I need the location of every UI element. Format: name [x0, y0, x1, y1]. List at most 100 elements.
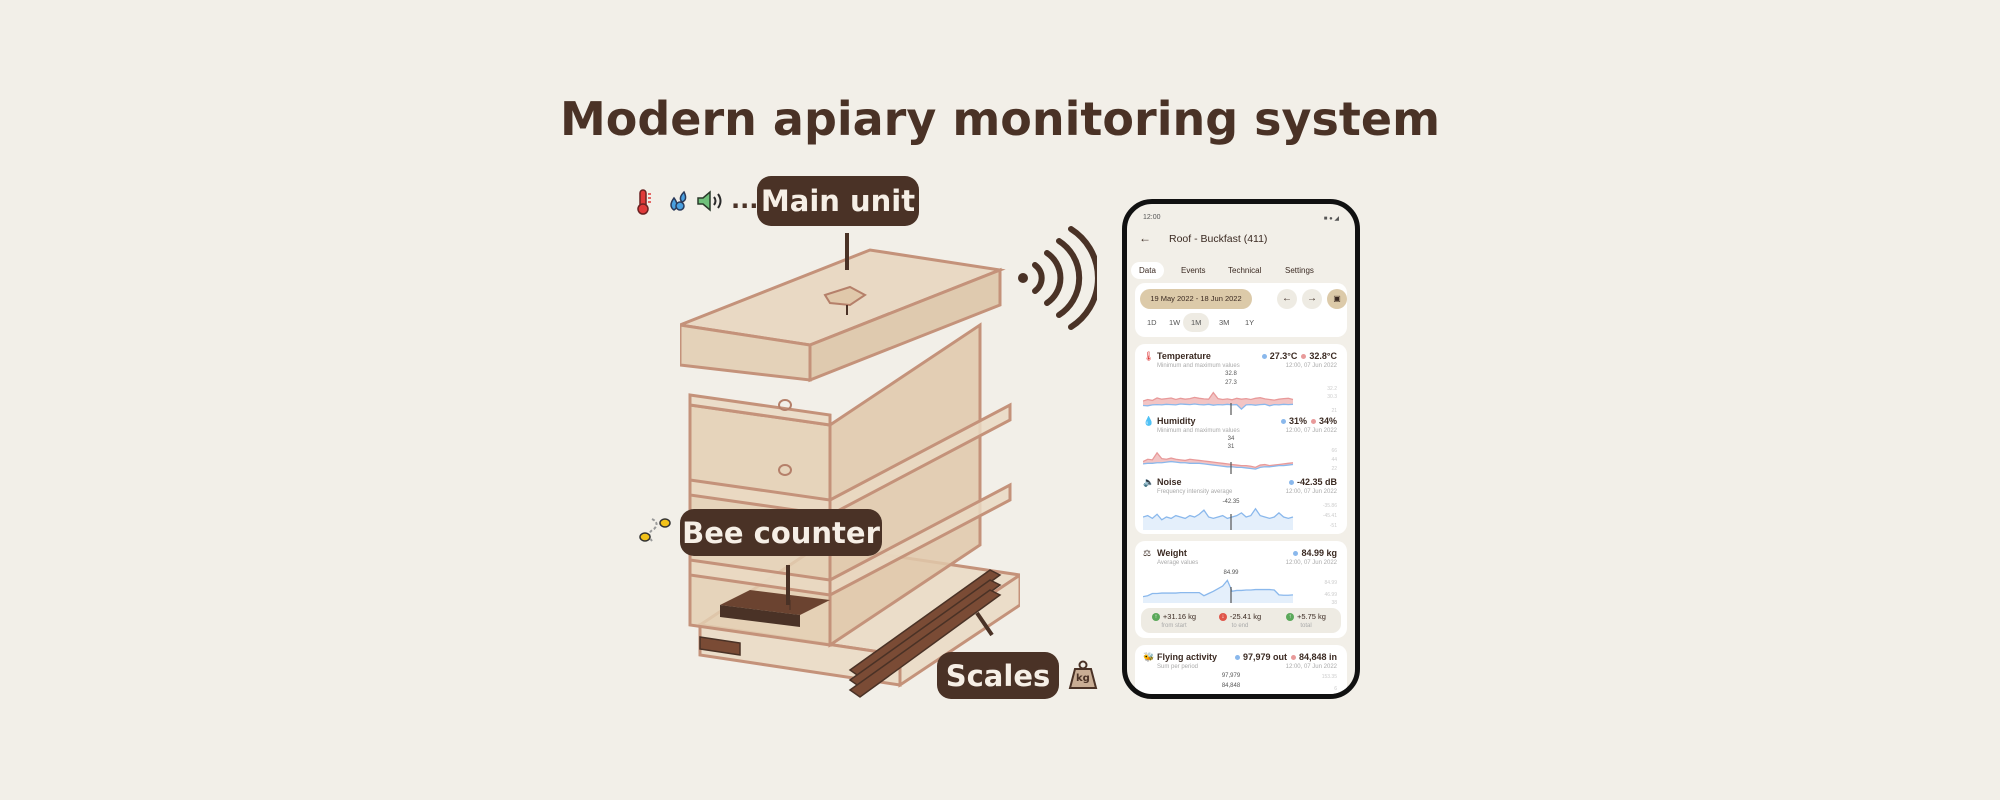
noise-marker: -42.35	[1222, 499, 1240, 505]
tab-data[interactable]: Data	[1131, 262, 1164, 279]
period-1d[interactable]: 1D	[1147, 318, 1157, 327]
weight-area	[1143, 580, 1293, 603]
humidity-axis-bottom: 22	[1331, 466, 1337, 472]
period-1w[interactable]: 1W	[1169, 318, 1181, 327]
humidity-marker-max: 34	[1227, 436, 1235, 442]
noise-time: 12:00, 07 Jun 2022	[1285, 489, 1337, 495]
main-unit-label: Main unit	[757, 176, 919, 226]
bee-counter-label: Bee counter	[680, 509, 882, 556]
temperature-chart[interactable]	[1143, 387, 1309, 415]
humidity-values: 31%34%	[1277, 416, 1337, 426]
environment-card: 🌡 Temperature Minimum and maximum values…	[1135, 344, 1347, 534]
bee-icon: 🐝	[1143, 652, 1155, 662]
humidity-time: 12:00, 07 Jun 2022	[1285, 428, 1337, 434]
humidity-chart[interactable]	[1143, 448, 1309, 474]
humidity-icon	[670, 190, 687, 211]
noise-value: -42.35 dB	[1285, 477, 1337, 487]
tab-events[interactable]: Events	[1181, 266, 1206, 275]
weight-time: 12:00, 07 Jun 2022	[1285, 560, 1337, 566]
status-icons: ■ ● ◢	[1323, 216, 1339, 222]
tab-settings[interactable]: Settings	[1285, 266, 1314, 275]
noise-axis-bottom: -51	[1329, 523, 1337, 529]
humidity-axis-mid: 44	[1331, 457, 1337, 463]
weight-marker: 84.99	[1223, 570, 1239, 576]
period-3m[interactable]: 3M	[1219, 318, 1230, 327]
temperature-axis-mid: 30.3	[1327, 394, 1337, 400]
status-time: 12:00	[1143, 214, 1161, 221]
previous-period-button[interactable]: ←	[1277, 289, 1297, 309]
weight-value: 84.99 kg	[1289, 548, 1337, 558]
sensor-icons	[637, 189, 722, 215]
period-1y[interactable]: 1Y	[1245, 318, 1255, 327]
weight-icon: ⚖	[1143, 548, 1152, 558]
humidity-subtitle: Minimum and maximum values	[1157, 428, 1240, 434]
temperature-title: Temperature	[1157, 351, 1211, 361]
tab-technical[interactable]: Technical	[1228, 266, 1262, 275]
weight-axis-bottom: 38	[1331, 600, 1337, 606]
temperature-marker-max: 32.8	[1225, 371, 1237, 377]
flying-chart[interactable]	[1143, 691, 1309, 699]
back-arrow-icon[interactable]: ←	[1139, 231, 1151, 245]
humidity-min-line	[1143, 460, 1294, 470]
next-period-button[interactable]: →	[1302, 289, 1322, 309]
weight-axis-top: 84.99	[1324, 580, 1337, 586]
noise-subtitle: Frequency intensity average	[1157, 489, 1233, 495]
temperature-time: 12:00, 07 Jun 2022	[1285, 363, 1337, 369]
temperature-range-area	[1143, 392, 1293, 410]
temperature-max-line	[1143, 391, 1294, 402]
flying-time: 12:00, 07 Jun 2022	[1285, 664, 1337, 670]
humidity-title: Humidity	[1157, 416, 1196, 426]
more-sensors-ellipsis: ...	[731, 186, 759, 214]
flying-axis-top: 153.35	[1321, 674, 1337, 680]
noise-axis-mid: -45.41	[1322, 513, 1337, 519]
noise-area	[1143, 508, 1293, 530]
noise-chart[interactable]	[1143, 504, 1309, 530]
temperature-marker-min: 27.3	[1225, 380, 1237, 386]
calendar-icon[interactable]: ▣	[1327, 289, 1347, 309]
humidity-marker-min: 31	[1227, 444, 1235, 450]
temperature-subtitle: Minimum and maximum values	[1157, 363, 1240, 369]
weight-axis-mid: 46.99	[1324, 592, 1337, 598]
thermometer-icon	[637, 189, 651, 215]
flying-activity-card: 🐝 Flying activity Sum per period 97,979 …	[1135, 645, 1347, 699]
flying-axis-bottom: 6	[1334, 686, 1337, 692]
thermometer-icon: 🌡	[1143, 351, 1155, 361]
screen-title: Roof - Buckfast (411)	[1169, 233, 1268, 245]
main-unit-device	[823, 285, 867, 307]
weight-line	[1143, 579, 1294, 598]
temperature-axis-top: 32.2	[1327, 386, 1337, 392]
speaker-icon: 🔈	[1143, 477, 1155, 487]
weight-chart[interactable]	[1143, 577, 1309, 603]
flying-marker-in: 84,848	[1221, 683, 1241, 689]
scales-label: Scales	[937, 652, 1059, 699]
weight-subtitle: Average values	[1157, 560, 1199, 566]
scales-device	[699, 569, 1002, 698]
temperature-axis-bottom: 21	[1331, 408, 1337, 414]
weight-kg-icon: kg	[1068, 660, 1098, 690]
phone-mockup: 12:00 ■ ● ◢ ← Roof - Buckfast (411) Data…	[1122, 199, 1360, 699]
humidity-axis-top: 66	[1331, 448, 1337, 454]
beehive-illustration	[680, 233, 1020, 698]
temperature-min-line	[1143, 403, 1294, 410]
flying-marker-out: 97,979	[1221, 673, 1241, 679]
noise-title: Noise	[1157, 477, 1182, 487]
page-title: Modern apiary monitoring system	[559, 92, 1441, 146]
flying-subtitle: Sum per period	[1157, 664, 1199, 670]
weight-card: ⚖ Weight Average values 84.99 kg 12:00, …	[1135, 541, 1347, 638]
weight-title: Weight	[1157, 548, 1187, 558]
wireless-signal-icon	[1018, 226, 1097, 330]
noise-axis-top: -35.86	[1322, 503, 1337, 509]
period-1m[interactable]: 1M	[1183, 313, 1210, 332]
humidity-icon: 💧	[1143, 416, 1155, 426]
flying-title: Flying activity	[1157, 652, 1218, 662]
noise-line	[1143, 507, 1294, 521]
bee-icon	[639, 518, 671, 542]
date-range-button[interactable]: 19 May 2022 - 18 Jun 2022	[1140, 289, 1252, 309]
speaker-icon	[697, 190, 722, 212]
